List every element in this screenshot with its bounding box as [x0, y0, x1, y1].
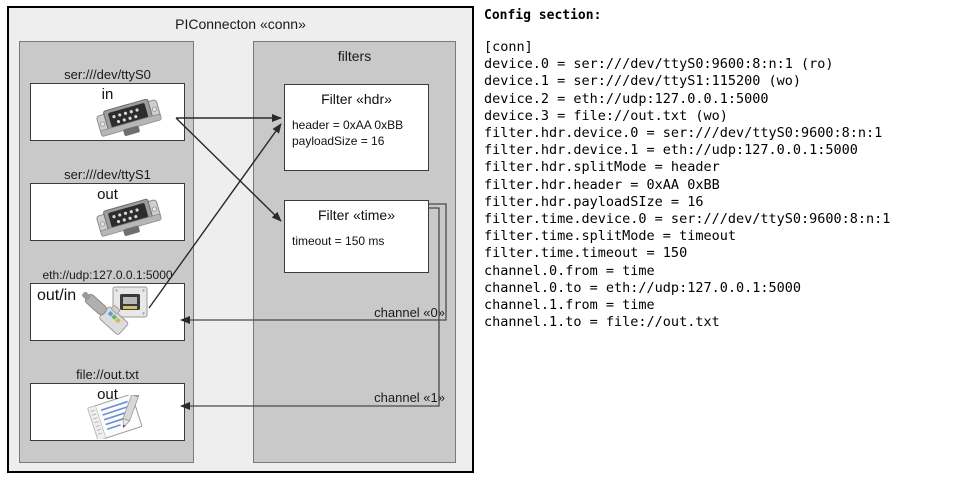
device-label: eth://udp:127.0.0.1:5000	[42, 268, 173, 282]
device-box[interactable]: out	[30, 383, 185, 441]
channel-0-label: channel «0»	[374, 305, 445, 320]
filter-title: Filter «time»	[317, 207, 396, 223]
filter-prop: timeout = 150 ms	[292, 234, 385, 248]
page-title: PIConnecton «conn»	[175, 16, 306, 32]
device-group-ttys0[interactable]: ser:///dev/ttyS0 in	[30, 67, 185, 141]
device-direction: out	[97, 386, 118, 403]
channel-1-label: channel «1»	[374, 390, 445, 405]
filter-properties: timeout = 150 ms	[292, 233, 428, 249]
filters-panel: filters Filter «hdr» header = 0xAA 0xBB …	[253, 41, 456, 463]
ethernet-jack-icon	[73, 286, 163, 340]
device-label: ser:///dev/ttyS1	[64, 167, 151, 182]
device-group-file[interactable]: file://out.txt out	[30, 367, 185, 441]
device-label: ser:///dev/ttyS0	[64, 67, 151, 82]
config-text: [conn] device.0 = ser:///dev/ttyS0:9600:…	[484, 39, 891, 331]
filter-hdr-box[interactable]: Filter «hdr» header = 0xAA 0xBB payloadS…	[284, 84, 429, 171]
device-direction: in	[101, 86, 114, 103]
config-section: Config section: [conn] device.0 = ser://…	[484, 8, 954, 331]
device-direction: out/in	[37, 287, 77, 304]
filter-time-box[interactable]: Filter «time» timeout = 150 ms	[284, 200, 429, 273]
filter-properties: header = 0xAA 0xBB payloadSize = 16	[292, 117, 428, 149]
device-group-eth[interactable]: eth://udp:127.0.0.1:5000 out/in	[30, 267, 185, 341]
filter-title: Filter «hdr»	[321, 91, 392, 107]
device-box[interactable]: out/in	[30, 283, 185, 341]
config-heading: Config section:	[484, 8, 602, 23]
connector-container: PIConnecton «conn» ser:///dev/ttyS0 in	[7, 6, 474, 473]
filters-panel-title: filters	[337, 48, 372, 64]
device-label: file://out.txt	[76, 367, 139, 382]
text-file-icon	[82, 395, 156, 439]
device-box[interactable]: out	[30, 183, 185, 241]
serial-port-icon	[92, 198, 170, 238]
serial-port-icon	[92, 98, 170, 138]
device-group-ttys1[interactable]: ser:///dev/ttyS1 out	[30, 167, 185, 241]
filter-prop: payloadSize = 16	[292, 134, 385, 148]
devices-panel: ser:///dev/ttyS0 in	[19, 41, 194, 463]
filter-prop: header = 0xAA 0xBB	[292, 118, 404, 132]
device-box[interactable]: in	[30, 83, 185, 141]
device-direction: out	[97, 186, 118, 203]
